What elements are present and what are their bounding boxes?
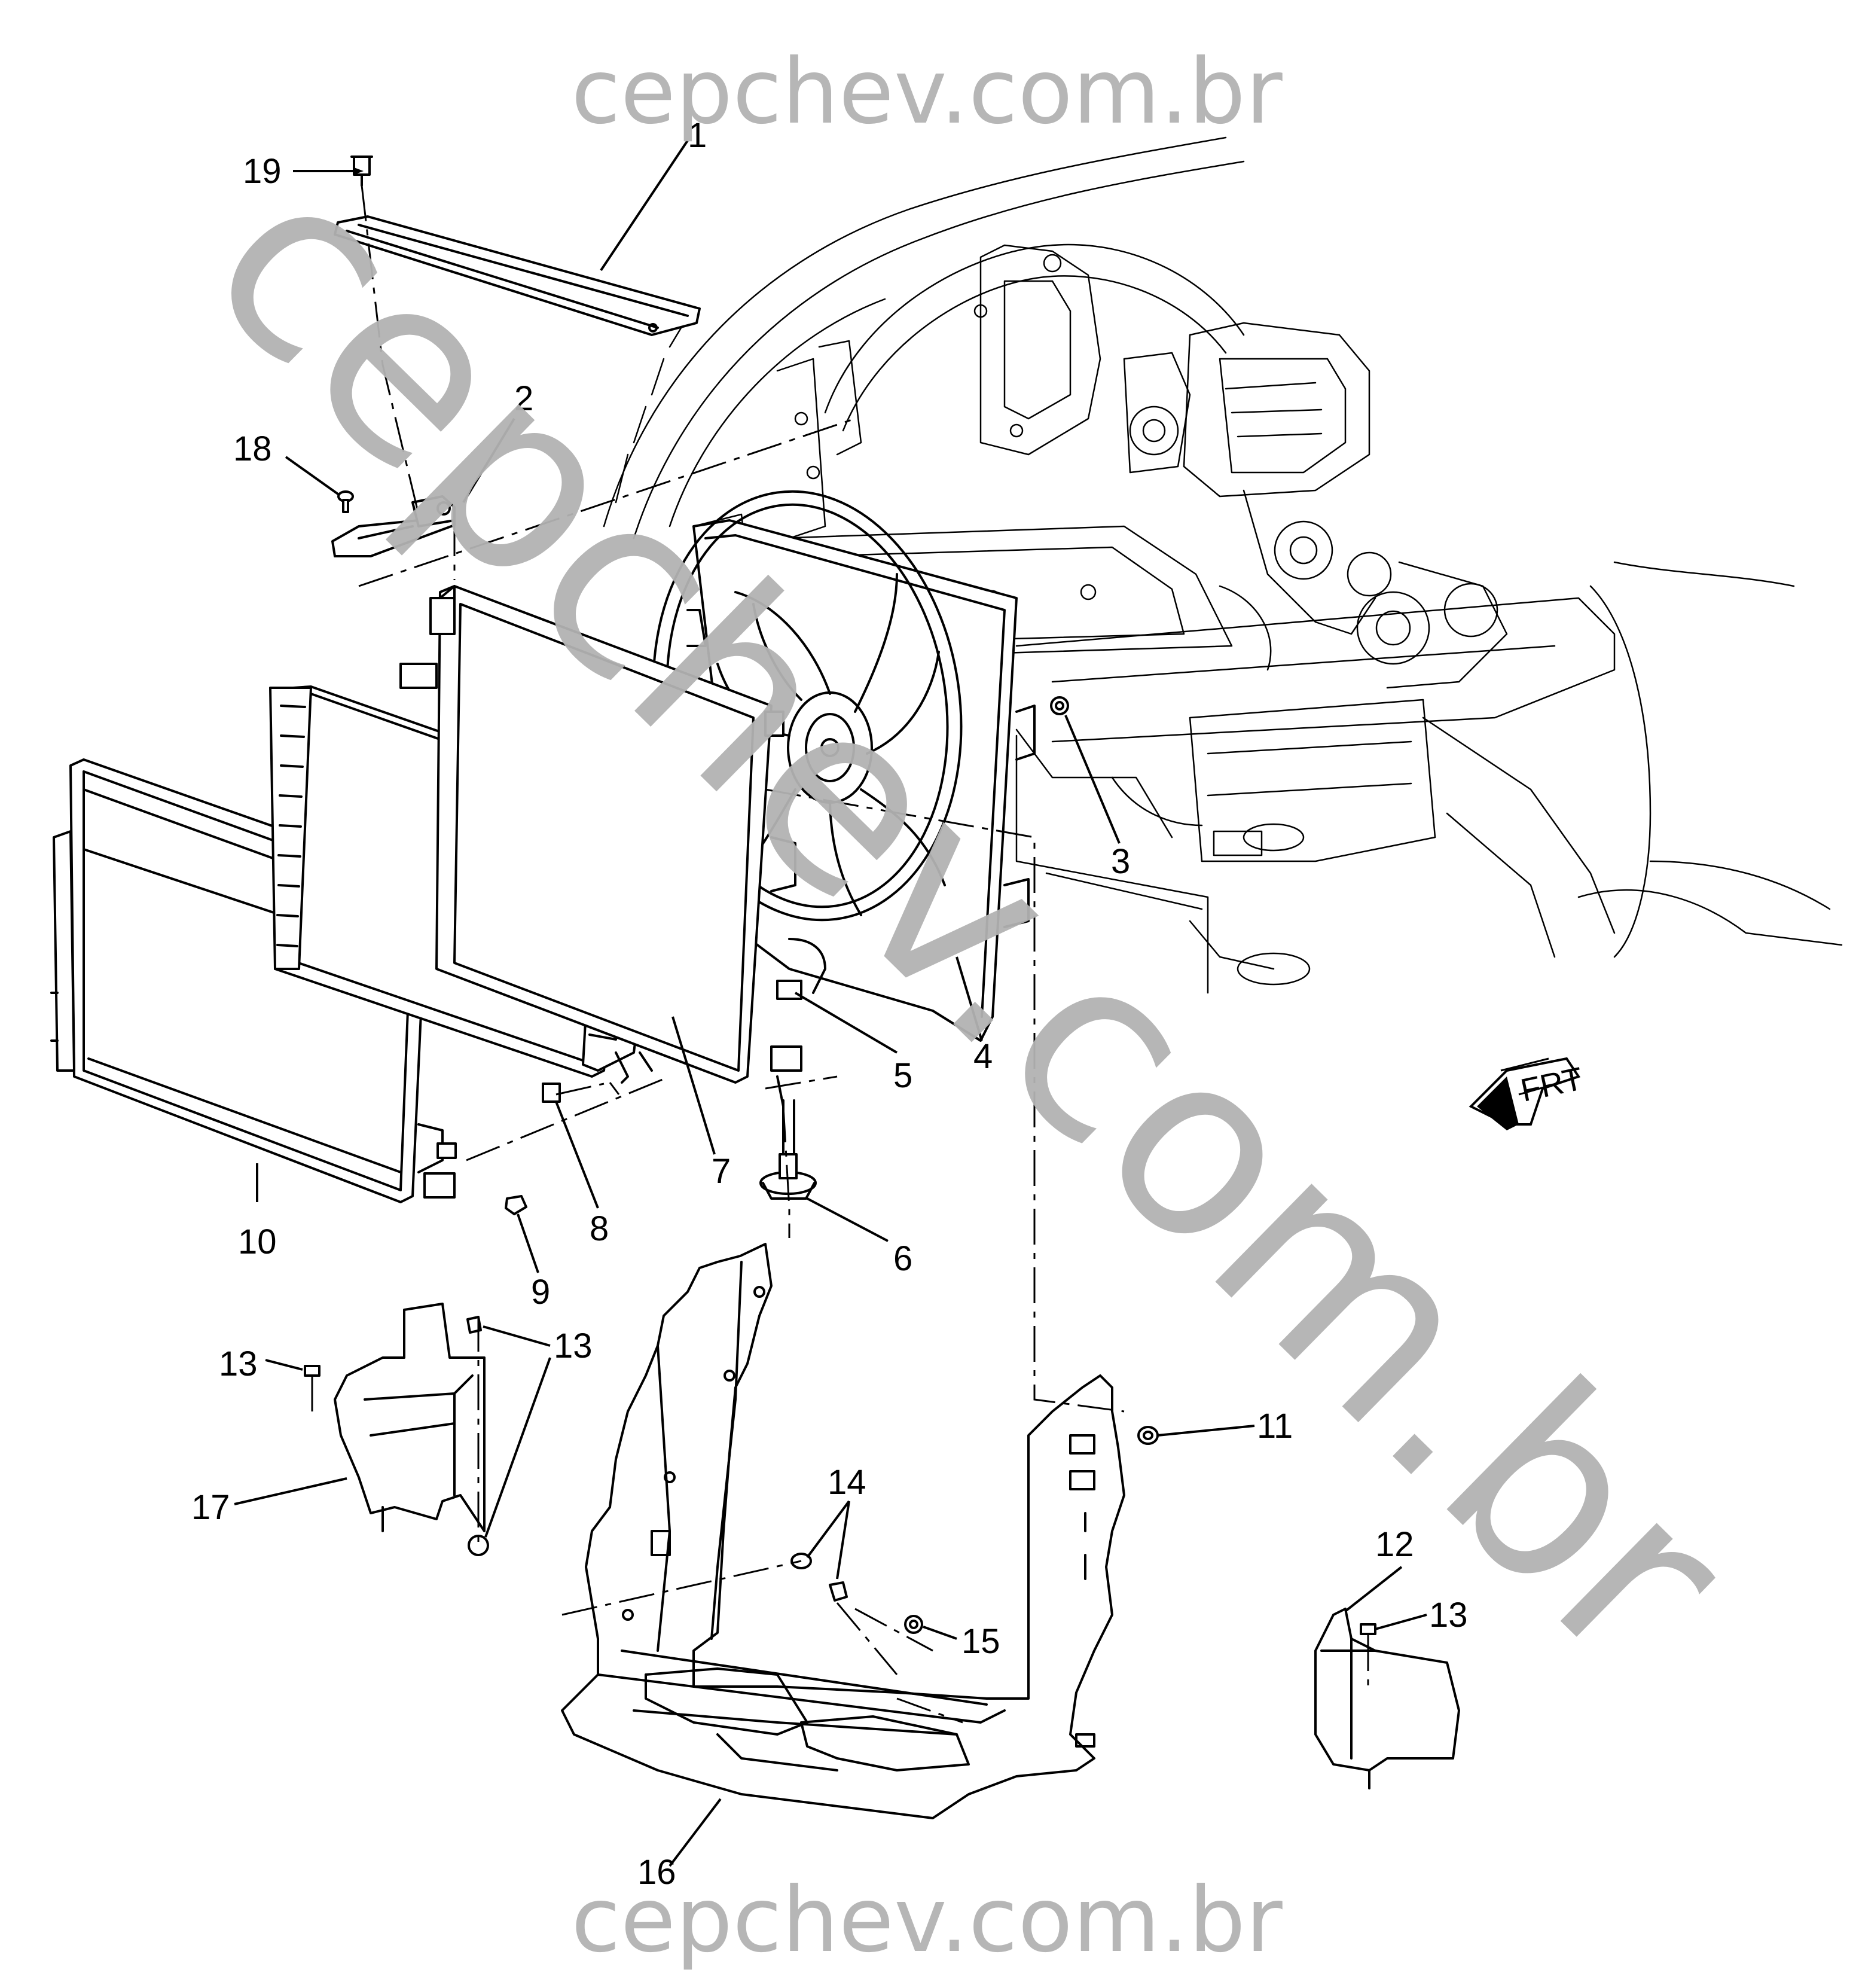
callout-4: 4 bbox=[973, 1037, 993, 1076]
callout-7: 7 bbox=[712, 1152, 731, 1191]
callout-16: 16 bbox=[637, 1853, 676, 1892]
callout-9: 9 bbox=[531, 1273, 550, 1312]
watermark-bottom: cepchev.com.br bbox=[571, 1868, 1283, 1972]
callout-10: 10 bbox=[238, 1222, 277, 1261]
part-9-bolt bbox=[505, 1195, 527, 1215]
part-12-right-deflector bbox=[1314, 1608, 1460, 1789]
callout-15: 15 bbox=[961, 1622, 1000, 1661]
vehicle-front-structure bbox=[603, 136, 1843, 994]
frt-direction-arrow: FRT bbox=[1469, 1057, 1586, 1130]
callout-2: 2 bbox=[514, 379, 533, 418]
part-2-bracket bbox=[331, 495, 456, 557]
part-3-nut bbox=[1050, 696, 1069, 715]
alignment-lines bbox=[311, 185, 1369, 1724]
part-1-upper-baffle bbox=[334, 215, 701, 336]
callout-6: 6 bbox=[893, 1239, 912, 1278]
callout-13-right: 13 bbox=[1429, 1596, 1468, 1635]
watermark-top: cepchev.com.br bbox=[571, 40, 1283, 144]
part-5-radiator-frame bbox=[399, 585, 826, 1108]
part-8-clip bbox=[542, 1083, 561, 1103]
callout-19: 19 bbox=[243, 152, 282, 191]
callout-13-center: 13 bbox=[554, 1327, 593, 1365]
part-16-lower-deflector bbox=[561, 1243, 1125, 1819]
callout-17: 17 bbox=[191, 1488, 230, 1527]
small-fasteners bbox=[304, 1316, 1376, 1635]
callout-12: 12 bbox=[1375, 1525, 1414, 1564]
callout-3: 3 bbox=[1111, 842, 1130, 881]
part-4-fan-shroud bbox=[652, 490, 1036, 1042]
callout-13-left: 13 bbox=[219, 1344, 258, 1383]
callout-11: 11 bbox=[1257, 1407, 1293, 1446]
callout-18: 18 bbox=[233, 429, 272, 468]
leader-arrowheads bbox=[354, 167, 364, 175]
callout-5: 5 bbox=[893, 1056, 912, 1095]
leader-lines bbox=[234, 139, 1427, 1867]
callout-1: 1 bbox=[688, 116, 707, 155]
part-17-left-deflector bbox=[334, 1303, 486, 1532]
part-18-bolt bbox=[337, 490, 354, 513]
callout-8: 8 bbox=[590, 1209, 609, 1248]
callout-labels: 1 19 2 18 3 4 5 6 7 8 9 10 11 12 13 13 1… bbox=[191, 116, 1468, 1892]
callout-14: 14 bbox=[828, 1463, 866, 1502]
